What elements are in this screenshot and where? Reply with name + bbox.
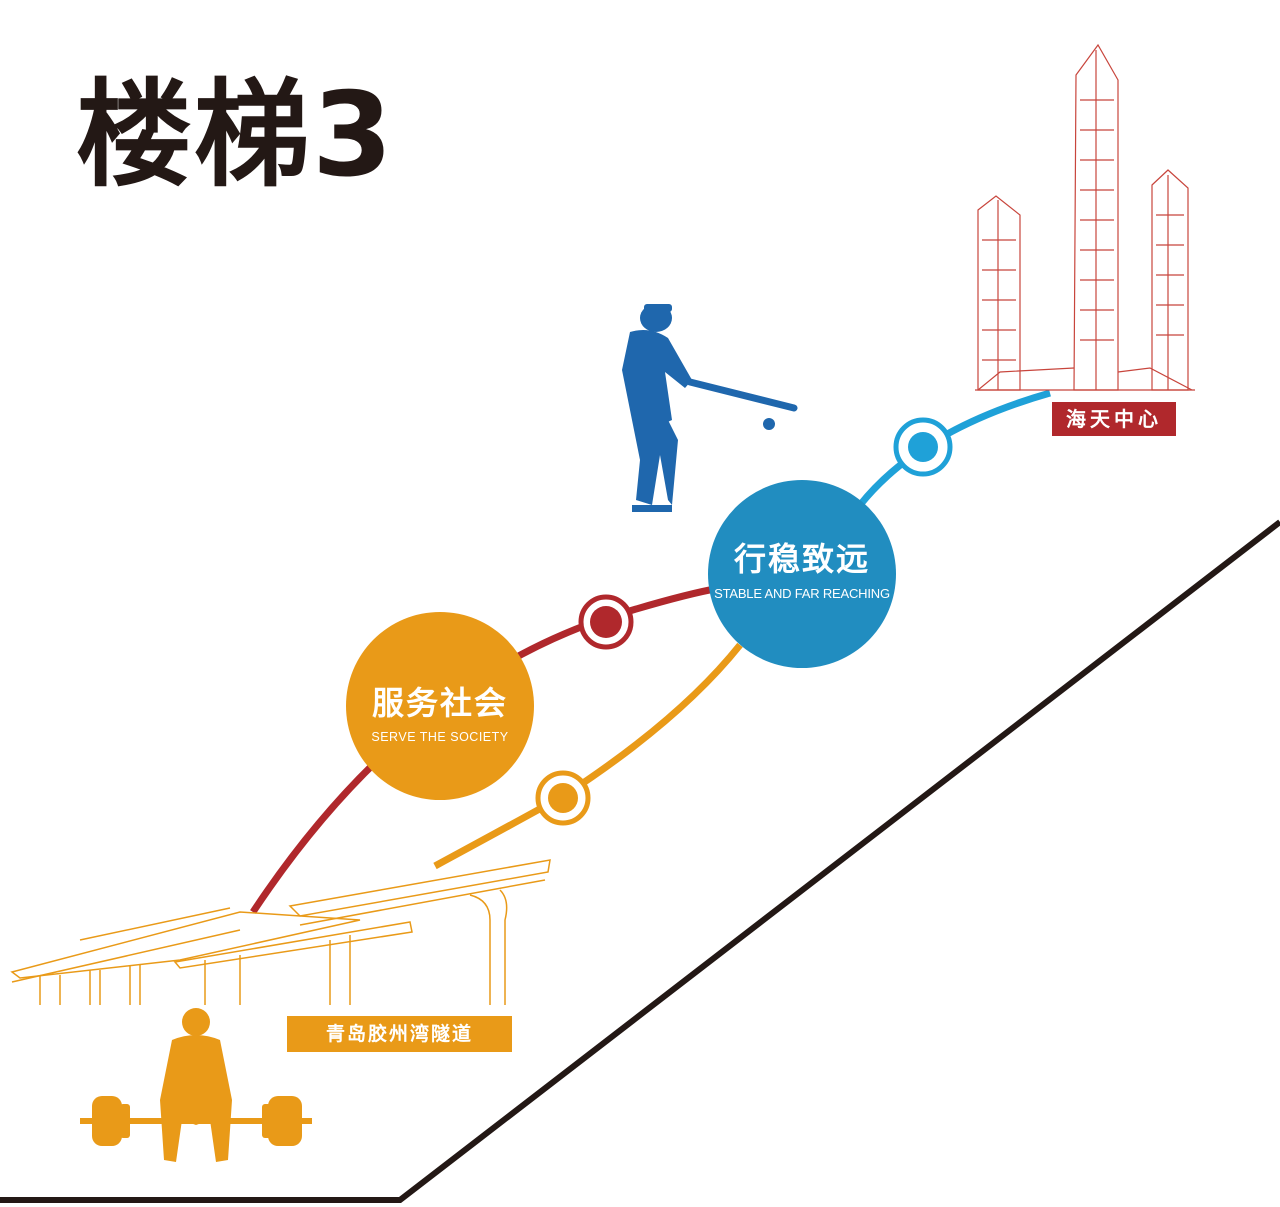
stable-far-reaching-subtitle: STABLE AND FAR REACHING — [714, 586, 890, 601]
red-ring-marker — [578, 594, 634, 650]
page-title: 楼梯3 — [76, 68, 395, 203]
blue-ring-marker — [893, 417, 953, 477]
blue-path-line — [857, 389, 1051, 508]
weightlifter-silhouette — [80, 1008, 312, 1162]
haitian-towers-drawing — [975, 43, 1195, 391]
orange-ring-marker — [535, 770, 591, 826]
serve-society-bubble: 服务社会 SERVE THE SOCIETY — [346, 612, 534, 800]
stable-far-reaching-title: 行稳致远 — [733, 540, 870, 578]
haitian-center-label: 海天中心 — [1052, 402, 1176, 436]
serve-society-title: 服务社会 — [371, 684, 508, 722]
serve-society-subtitle: SERVE THE SOCIETY — [371, 730, 509, 744]
jiaozhou-bay-tunnel-label: 青岛胶州湾隧道 — [287, 1016, 512, 1052]
stable-far-reaching-bubble: 行稳致远 STABLE AND FAR REACHING — [708, 480, 896, 668]
baseball-player-silhouette — [622, 304, 798, 512]
tunnel-gate-drawing — [10, 859, 551, 1005]
red-path-line — [250, 584, 721, 914]
stair-edge-line — [0, 519, 1280, 1203]
